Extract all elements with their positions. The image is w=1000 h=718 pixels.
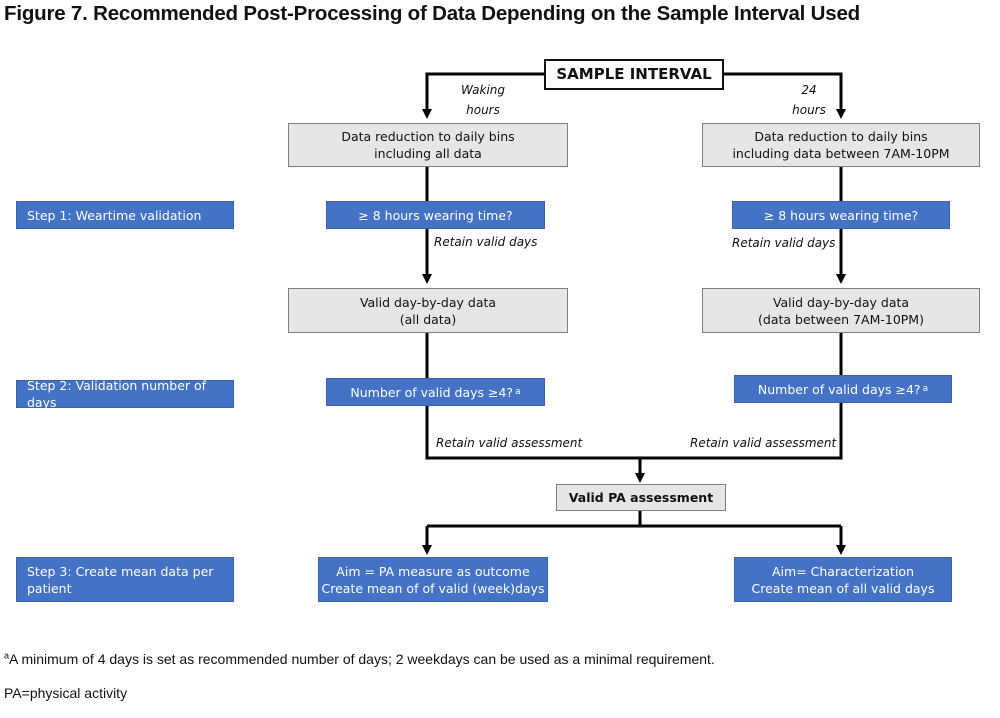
left-num-days-box: Number of valid days ≥4?a [326,378,545,406]
left-reduction-line1: Data reduction to daily bins [341,129,515,144]
left-aim-line2: Create mean of of valid (week)days [321,580,545,596]
right-valid-data-box: Valid day-by-day data (data between 7AM-… [702,288,980,333]
left-valid-data-box: Valid day-by-day data (all data) [288,288,568,333]
left-retain-valid-days-label: Retain valid days [434,235,538,249]
right-num-days-text: Number of valid days ≥4? [757,381,921,397]
right-reduction-line1: Data reduction to daily bins [754,129,928,144]
valid-pa-assessment-box: Valid PA assessment [556,484,726,511]
right-data-reduction-box: Data reduction to daily bins including d… [702,123,980,167]
right-retain-valid-assessment-label: Retain valid assessment [690,436,837,450]
arrow-left-to-valid-pa [425,406,645,483]
right-valid-data-line1: Valid day-by-day data [772,294,910,310]
left-reduction-line2: including all data [374,146,482,161]
footnote-abbreviation: PA=physical activity [4,685,128,701]
right-aim-line1: Aim= Characterization [772,563,914,579]
waking-hours-line1: Waking [460,83,506,97]
arrow-to-left-reduction [422,72,544,119]
sample-interval-box: SAMPLE INTERVAL [544,59,724,90]
footnote-sup: a [4,650,10,661]
left-num-days-sup: a [515,386,521,397]
waking-hours-line2: hours [466,103,500,117]
step3-line1: Step 3: Create mean data per [27,563,214,579]
24-hours-label: 24 hours [786,80,832,120]
arrow-to-right-reduction [724,72,846,119]
24-hours-line1: 24 [801,83,817,97]
figure-title: Figure 7. Recommended Post-Processing of… [4,2,860,25]
left-data-reduction-box: Data reduction to daily bins including a… [288,123,568,167]
right-valid-data-line2: (data between 7AM-10PM) [758,311,924,327]
line-right-to-valid-pa [640,403,843,460]
right-retain-valid-days-label: Retain valid days [732,236,836,250]
right-reduction-line2: including data between 7AM-10PM [732,146,950,161]
right-aim-line2: Create mean of all valid days [751,580,935,596]
left-valid-data-line2: (all data) [399,311,457,327]
step3-line2: patient [27,580,72,596]
left-aim-box: Aim = PA measure as outcome Create mean … [318,557,548,602]
left-aim-line1: Aim = PA measure as outcome [336,563,530,579]
step2-box: Step 2: Validation number of days [16,378,234,410]
right-weartime-box: ≥ 8 hours wearing time? [732,201,950,229]
waking-hours-label: Waking hours [455,80,511,120]
left-retain-valid-assessment-label: Retain valid assessment [436,436,583,450]
footnote-text: A minimum of 4 days is set as recommende… [9,651,715,667]
24-hours-line2: hours [792,103,826,117]
right-aim-box: Aim= Characterization Create mean of all… [734,557,952,602]
step3-box: Step 3: Create mean data per patient [16,557,234,602]
left-valid-data-line1: Valid day-by-day data [359,294,497,310]
left-weartime-box: ≥ 8 hours wearing time? [326,201,545,229]
right-num-days-box: Number of valid days ≥4?a [734,375,952,403]
right-num-days-sup: a [922,383,929,394]
step1-box: Step 1: Weartime validation [16,201,234,229]
footnote-a: aA minimum of 4 days is set as recommend… [4,651,715,667]
left-num-days-text: Number of valid days ≥4? [350,384,514,400]
